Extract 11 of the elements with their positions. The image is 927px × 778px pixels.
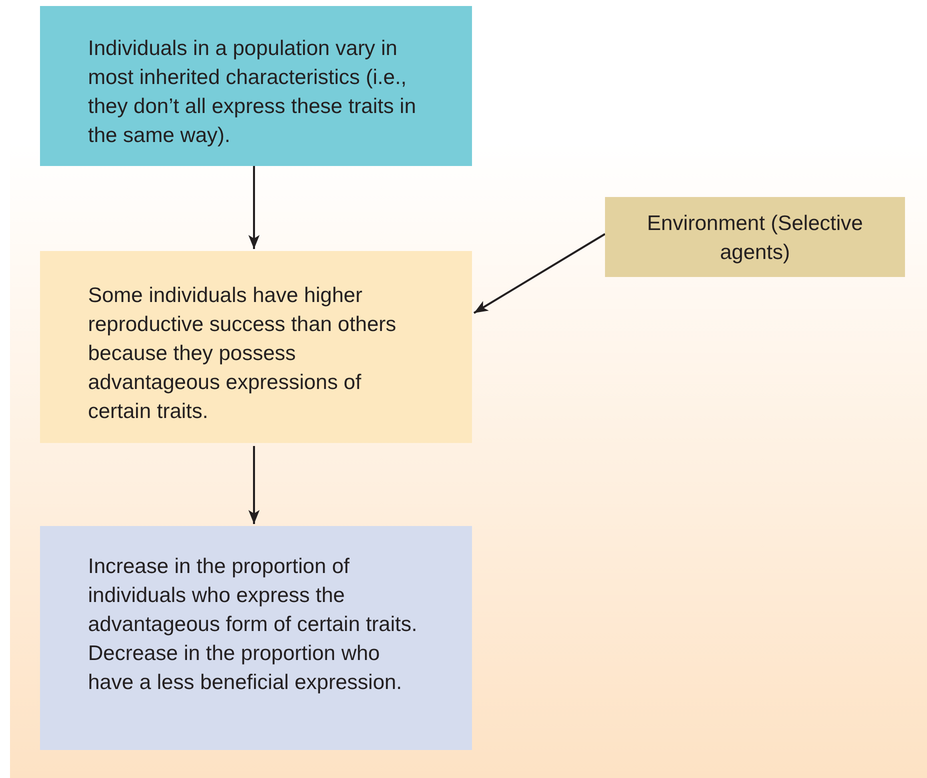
- process-box: [40, 526, 472, 750]
- arrow: [248, 446, 260, 524]
- process-box: [40, 251, 472, 443]
- box-text: Increase in the proportion of individuals who express the advantageous form of certain traits. Decrease in the proportion who have a less beneficial expression.: [88, 554, 418, 696]
- arrow: [473, 233, 606, 314]
- arrow: [248, 166, 260, 249]
- box-text: Environment (Selective agents): [646, 211, 864, 266]
- box-text: Some individuals have higher reproductive success than others because they possess advantageous expressions of certain traits.: [88, 283, 398, 425]
- box-text: Individuals in a population vary in most inherited characteristics (i.e., they don’t all express these traits in the same way).: [88, 36, 418, 149]
- process-box: [605, 197, 905, 277]
- process-box: [40, 6, 472, 166]
